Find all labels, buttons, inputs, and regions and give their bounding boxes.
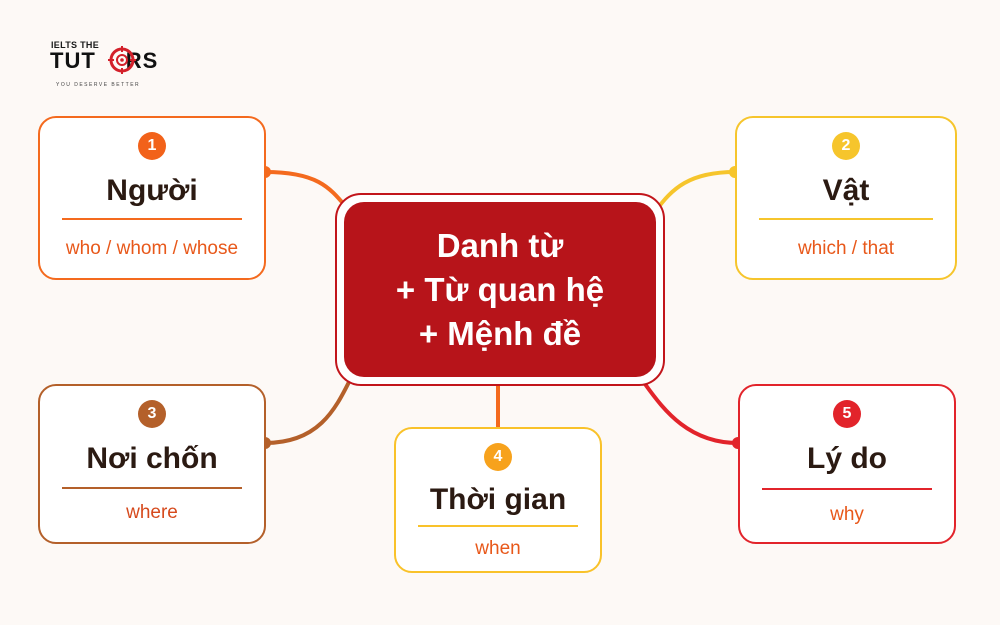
connector-1 bbox=[264, 170, 349, 210]
central-line-3: + Mệnh đề bbox=[418, 314, 582, 352]
relative-pronouns: where bbox=[126, 502, 178, 523]
relative-pronouns: why bbox=[830, 504, 864, 525]
relative-pronouns: which / that bbox=[797, 238, 895, 259]
central-node-inner: Danh từ + Từ quan hệ + Mệnh đề bbox=[344, 202, 656, 377]
branch-card-thing: 2 Vật which / that bbox=[735, 116, 957, 280]
divider bbox=[759, 218, 933, 220]
tutors-logo: IELTS THE TUT RS YOU DESERVE BETTER bbox=[50, 38, 168, 92]
number-badge: 4 bbox=[484, 443, 512, 471]
number-badge: 3 bbox=[138, 400, 166, 428]
branch-card-reason: 5 Lý do why bbox=[738, 384, 956, 544]
connector-5 bbox=[643, 382, 739, 445]
number-badge: 5 bbox=[833, 400, 861, 428]
branch-title: Nơi chốn bbox=[86, 442, 218, 475]
divider bbox=[418, 525, 578, 527]
divider bbox=[62, 487, 242, 489]
branch-card-place: 3 Nơi chốn where bbox=[38, 384, 266, 544]
logo-main-text-end: RS bbox=[125, 48, 159, 73]
logo-top-text: IELTS THE bbox=[51, 40, 100, 50]
target-icon bbox=[108, 46, 136, 74]
connector-3 bbox=[264, 379, 352, 445]
branch-card-time: 4 Thời gian when bbox=[394, 427, 602, 573]
number-badge: 2 bbox=[832, 132, 860, 160]
logo-main-text-start: TUT bbox=[50, 48, 96, 73]
logo-tagline: YOU DESERVE BETTER bbox=[56, 82, 141, 88]
divider bbox=[762, 488, 932, 490]
logo-main-text: TUT RS bbox=[50, 50, 158, 72]
number-badge: 1 bbox=[138, 132, 166, 160]
divider bbox=[62, 218, 242, 220]
central-line-1: Danh từ bbox=[436, 226, 564, 264]
branch-title: Vật bbox=[822, 174, 870, 207]
central-line-2: + Từ quan hệ bbox=[395, 270, 605, 308]
central-node: Danh từ + Từ quan hệ + Mệnh đề bbox=[335, 193, 665, 386]
branch-title: Người bbox=[106, 174, 198, 207]
relative-pronouns: who / whom / whose bbox=[65, 238, 239, 259]
relative-pronouns: when bbox=[475, 538, 521, 559]
branch-title: Thời gian bbox=[429, 483, 567, 516]
connector-2 bbox=[653, 170, 736, 214]
branch-card-person: 1 Người who / whom / whose bbox=[38, 116, 266, 280]
branch-title: Lý do bbox=[807, 442, 887, 475]
